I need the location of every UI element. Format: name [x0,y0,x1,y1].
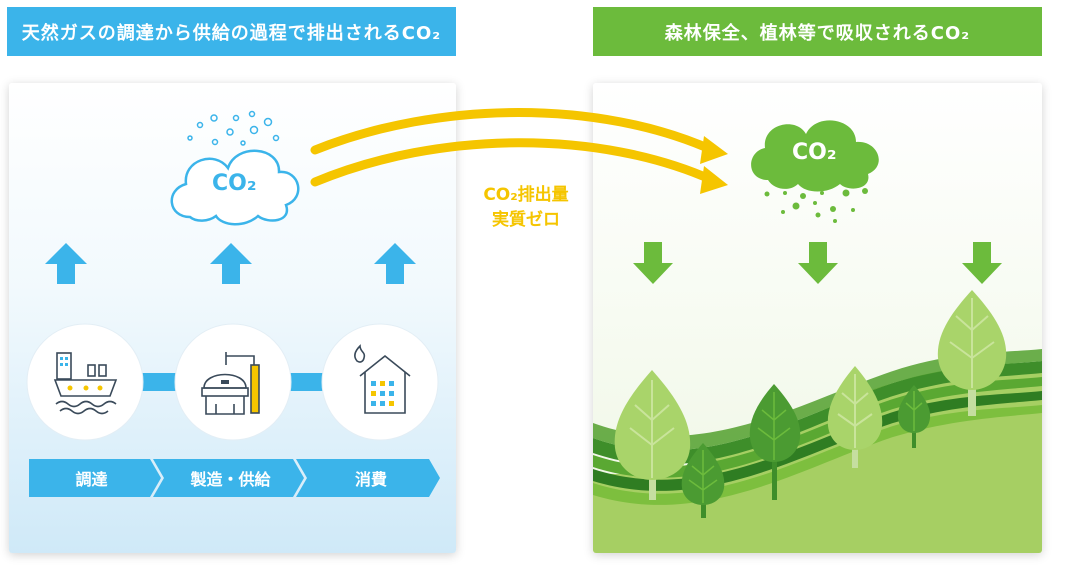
step-chevrons [29,459,440,497]
step-production-supply: 製造・供給 [190,470,271,489]
procurement-circle [26,323,144,441]
down-arrow-icon [633,242,1002,284]
right-title-bar: 森林保全、植林等で吸収されるCO₂ [593,7,1042,56]
consumption-circle [321,323,439,441]
emission-cloud-icon [170,149,300,226]
connector-bar [286,373,326,391]
left-title-bar: 天然ガスの調達から供給の過程で排出されるCO₂ [7,7,456,56]
transfer-arrows [310,108,728,194]
step-procure-shape [29,459,161,497]
production-circle [174,323,292,441]
step-procurement: 調達 [75,470,108,489]
absorbed-cloud-icon [751,120,879,192]
left-title-text: 天然ガスの調達から供給の過程で排出されるCO₂ [21,22,442,44]
house-fire-icon [354,344,411,414]
net-zero-line1: CO₂排出量 [483,185,569,205]
tree-icon [614,290,1007,518]
absorbed-cloud-label: CO₂ [792,140,837,165]
net-zero-label: CO₂排出量 実質ゼロ [468,183,584,233]
right-title-text: 森林保全、植林等で吸収されるCO₂ [664,22,971,44]
step-produce-shape [153,459,304,497]
up-arrow-icon [45,243,416,284]
bubbles [187,110,280,146]
step-consume-shape [296,459,440,497]
factory-tank-icon [201,352,260,415]
falling-dots [764,188,868,223]
emission-cloud-label: CO₂ [212,171,257,196]
net-zero-line2: 実質ゼロ [492,210,560,230]
connector-bar [140,373,180,391]
ship-icon [53,352,118,415]
step-consumption: 消費 [354,470,387,489]
